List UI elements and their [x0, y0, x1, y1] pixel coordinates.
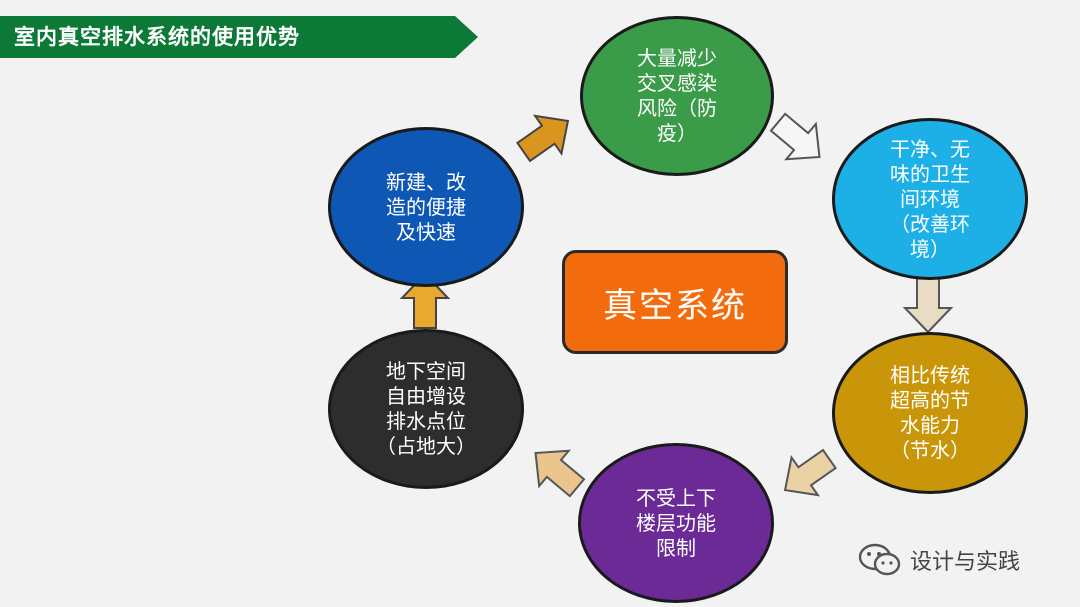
node-top-left-text: 新建、改 造的便捷 及快速	[386, 169, 466, 244]
center-label: 真空系统	[603, 285, 747, 326]
watermark-text: 设计与实践	[910, 550, 1021, 575]
node-bottom: 不受上下 楼层功能 限制	[578, 443, 774, 603]
arrow-bottom-right-to-bottom	[770, 439, 844, 510]
arrow-bottom-to-bottom-left	[519, 434, 593, 507]
node-top-left: 新建、改 造的便捷 及快速	[328, 127, 524, 287]
watermark: 设计与实践	[858, 542, 1020, 578]
node-top-text: 大量减少 交叉感染 风险（防 疫）	[637, 46, 717, 145]
node-top: 大量减少 交叉感染 风险（防 疫）	[580, 16, 774, 176]
node-top-right: 干净、无 味的卫生 间环境 （改善环 境）	[832, 118, 1028, 280]
node-bottom-left-text: 地下空间 自由增设 排水点位 （占地大）	[376, 359, 476, 458]
arrow-top-to-top-right	[762, 103, 836, 176]
banner-title: 室内真空排水系统的使用优势	[14, 25, 300, 49]
node-top-right-text: 干净、无 味的卫生 间环境 （改善环 境）	[890, 136, 970, 261]
title-banner: 室内真空排水系统的使用优势	[0, 16, 478, 58]
node-bottom-text: 不受上下 楼层功能 限制	[636, 485, 716, 560]
center-box: 真空系统	[562, 250, 788, 354]
banner-shape	[0, 16, 478, 58]
node-bottom-right: 相比传统 超高的节 水能力 （节水）	[832, 332, 1028, 494]
node-bottom-right-text: 相比传统 超高的节 水能力 （节水）	[890, 363, 970, 462]
arrow-top-left-to-top	[509, 101, 583, 172]
wechat-icon	[858, 543, 901, 576]
node-bottom-left: 地下空间 自由增设 排水点位 （占地大）	[328, 329, 524, 489]
arrow-top-right-to-bottom-right	[904, 277, 952, 333]
